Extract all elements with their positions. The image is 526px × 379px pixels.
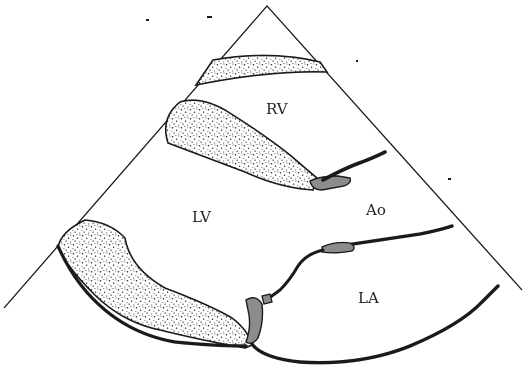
artifact-mark [207,16,212,18]
anterior-mitral-leaflet-tip [262,294,272,304]
label-ao: Ao [365,201,386,219]
aortic-valve-posterior-leaflet [322,243,354,253]
artifact-mark [448,178,451,180]
aortic-root-anterior-wall [323,152,385,180]
artifact-mark [146,19,149,21]
artifact-mark [356,60,358,62]
anterior-mitral-leaflet [266,250,323,300]
label-la: LA [358,289,379,307]
label-rv: RV [266,100,289,118]
posterior-mitral-leaflet [246,298,263,344]
rv-free-wall [196,55,327,85]
interventricular-septum [166,100,317,190]
label-lv: LV [192,208,212,226]
lv-posterior-wall [58,220,252,348]
